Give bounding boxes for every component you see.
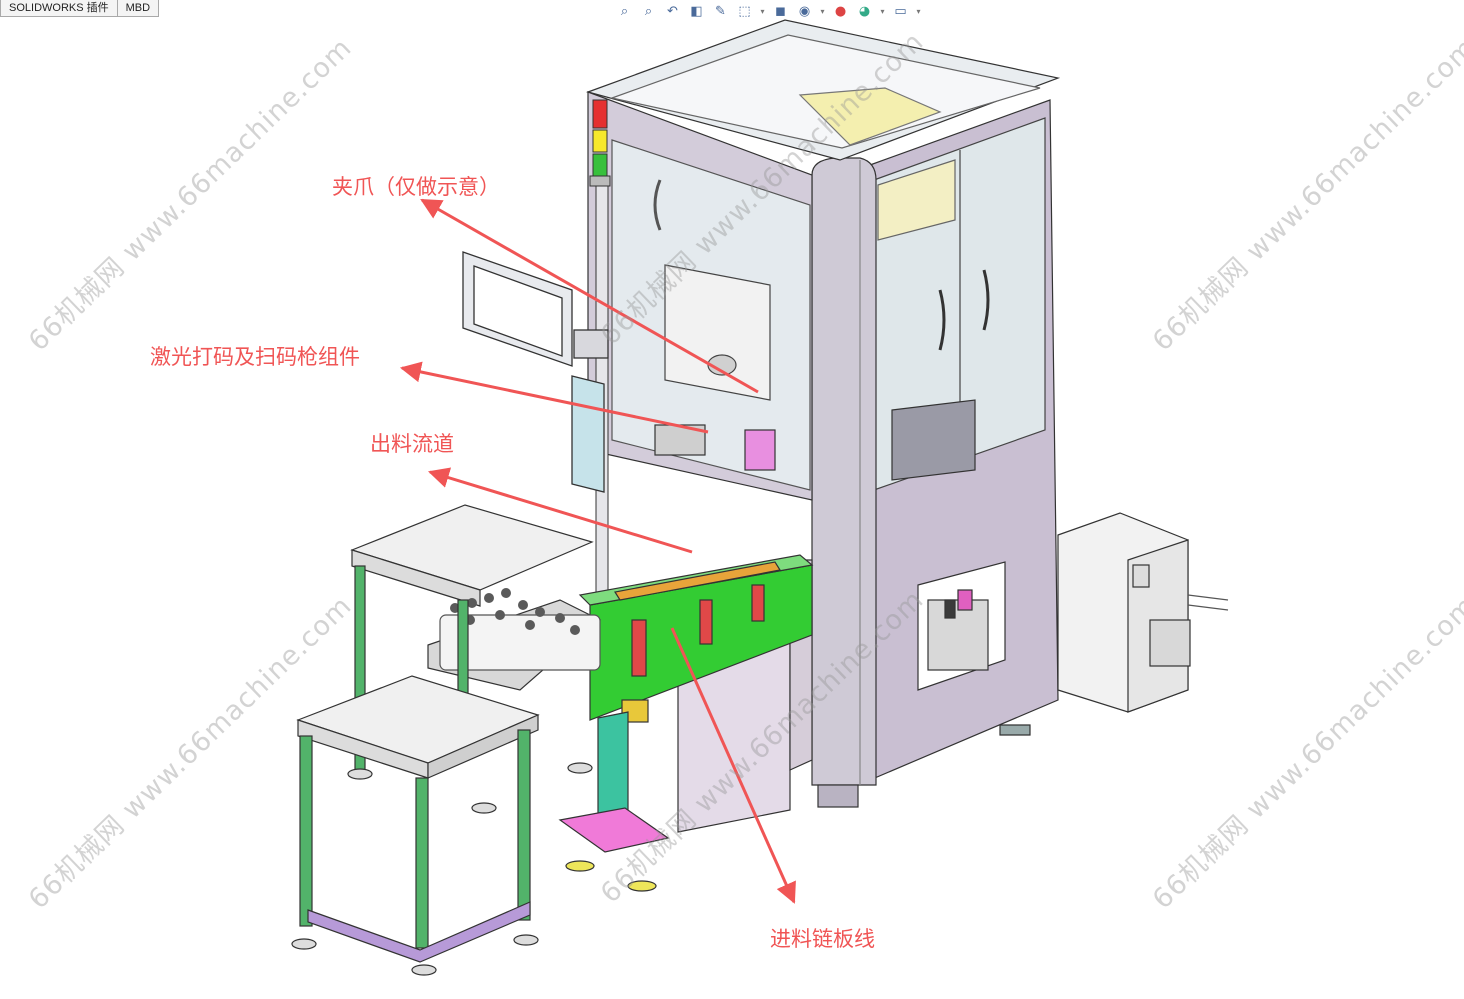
hide-show-items-icon[interactable]: ◉ [798, 3, 811, 19]
tab-solidworks-addins[interactable]: SOLIDWORKS 插件 [0, 0, 118, 17]
callout-gripper: 夹爪（仅做示意） [332, 175, 500, 199]
edit-appearance-icon[interactable]: ● [834, 3, 847, 19]
zoom-area-icon[interactable]: ⌕ [644, 3, 653, 19]
arrow-gripper [420, 198, 759, 394]
chevron-down-icon[interactable]: ▾ [880, 6, 885, 16]
chevron-down-icon[interactable]: ▾ [916, 6, 921, 16]
previous-view-icon[interactable]: ↶ [667, 3, 678, 19]
dynamic-annotation-icon[interactable]: ✎ [715, 3, 726, 19]
callout-laser-scanner: 激光打码及扫码枪组件 [150, 345, 360, 369]
chevron-down-icon[interactable]: ▾ [820, 6, 825, 16]
conveyor-base [558, 807, 670, 892]
apply-scene-icon[interactable]: ◕ [858, 3, 871, 19]
view-settings-icon[interactable]: ▭ [894, 3, 907, 19]
chevron-down-icon[interactable]: ▾ [760, 6, 765, 16]
callout-discharge-channel: 出料流道 [370, 432, 454, 456]
display-style-icon[interactable]: ◼ [775, 3, 786, 19]
view-orientation-icon[interactable]: ⬚ [738, 3, 751, 19]
command-manager-tabs: SOLIDWORKS 插件 MBD [0, 0, 160, 17]
tab-mbd[interactable]: MBD [117, 0, 160, 17]
machine-top-canopy [586, 19, 1061, 161]
arrow-laser [399, 361, 709, 434]
machine-frame-right-side [869, 99, 1059, 781]
feed-chain-conveyor [578, 554, 814, 837]
callout-arrows [399, 198, 796, 904]
arrow-discharge [427, 467, 693, 554]
heads-up-view-toolbar: ⌕ ⌕ ↶ ◧ ✎ ⬚ ▾ ◼ ◉ ▾ ● ◕ ▾ ▭ ▾ [614, 0, 923, 22]
cell-tray-table [350, 504, 602, 777]
hmi-touch-screen [462, 251, 609, 493]
callout-feed-conveyor: 进料链板线 [770, 927, 875, 951]
machine-front-chamber [587, 91, 813, 501]
arrow-feed [670, 627, 796, 904]
front-support-table [291, 675, 593, 976]
machine-frame-front-post [811, 157, 877, 808]
zoom-to-fit-icon[interactable]: ⌕ [620, 3, 629, 19]
electrical-cabinet [1057, 512, 1229, 713]
section-view-icon[interactable]: ◧ [690, 3, 703, 19]
